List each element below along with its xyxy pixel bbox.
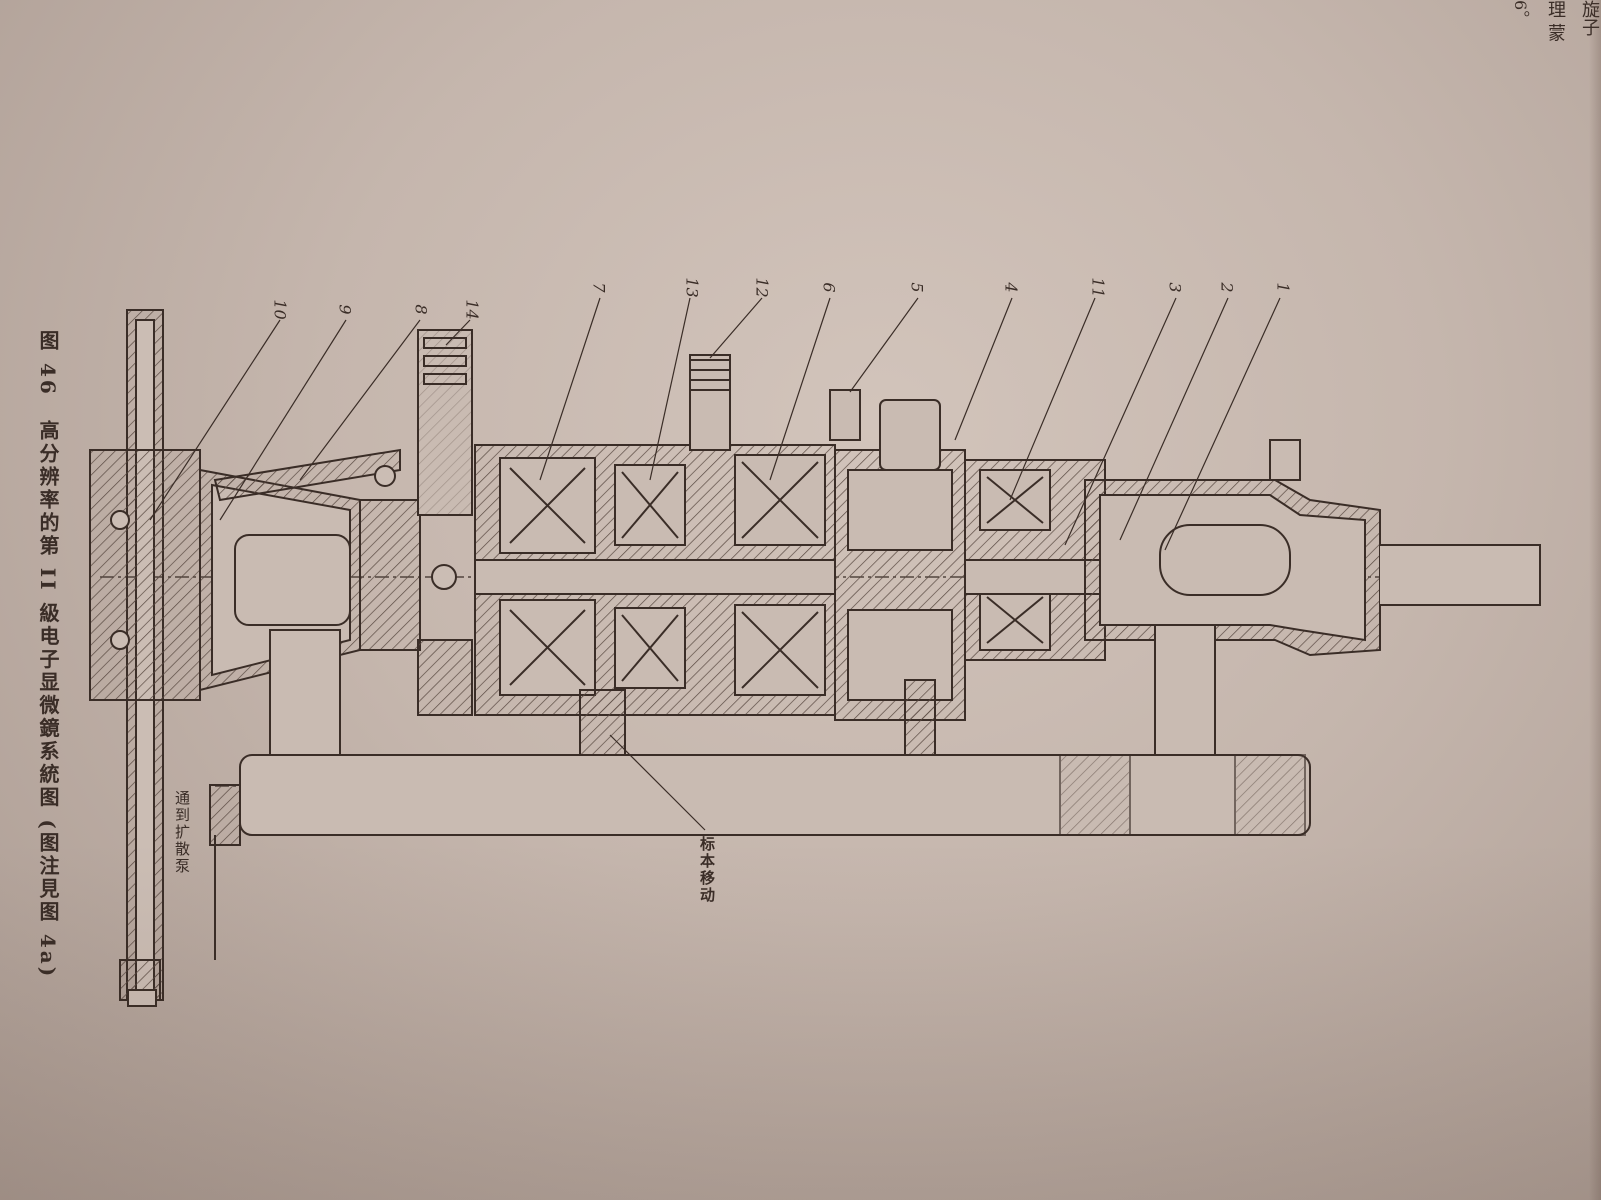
callout-leaders [149, 297, 1281, 831]
margin-text: 理 蒙 [1545, 0, 1566, 42]
callout-number: 5 [907, 282, 927, 293]
specimen-stage [829, 389, 966, 761]
margin-text: 旋子 [1576, 0, 1601, 36]
figure-caption: 图 46 高分辨率的第 II 級电子显微鏡系統图 (图注見图 4a) [36, 330, 60, 980]
vacuum-manifold [209, 624, 1311, 960]
specimen-stage-label: 标本移动 [698, 836, 716, 904]
callout-number: 6 [819, 282, 839, 293]
callout-number: 2 [1217, 282, 1237, 293]
condenser-lens [964, 459, 1106, 661]
margin-text: 6。 [1511, 0, 1530, 27]
electron-gun [1084, 439, 1541, 657]
callout-number: 8 [411, 304, 431, 315]
callout-number: 10 [270, 299, 290, 320]
callout-number: 4 [1001, 282, 1021, 293]
callout-number: 3 [1165, 282, 1185, 293]
projector-section [359, 329, 473, 716]
callout-number: 1 [1273, 282, 1293, 293]
callout-number: 11 [1088, 277, 1108, 298]
camera-chamber [199, 448, 401, 692]
viewing-screen-assembly [89, 309, 201, 1007]
lens-column-body [474, 354, 836, 781]
diffusion-pump-label: 通到扩散泵 [173, 790, 191, 875]
callout-number: 9 [335, 304, 355, 315]
page-edge-shadow [1589, 0, 1601, 1200]
callout-number: 13 [682, 277, 702, 298]
callout-number: 7 [589, 282, 609, 293]
callout-number: 12 [752, 277, 772, 298]
callout-number: 14 [462, 299, 482, 320]
